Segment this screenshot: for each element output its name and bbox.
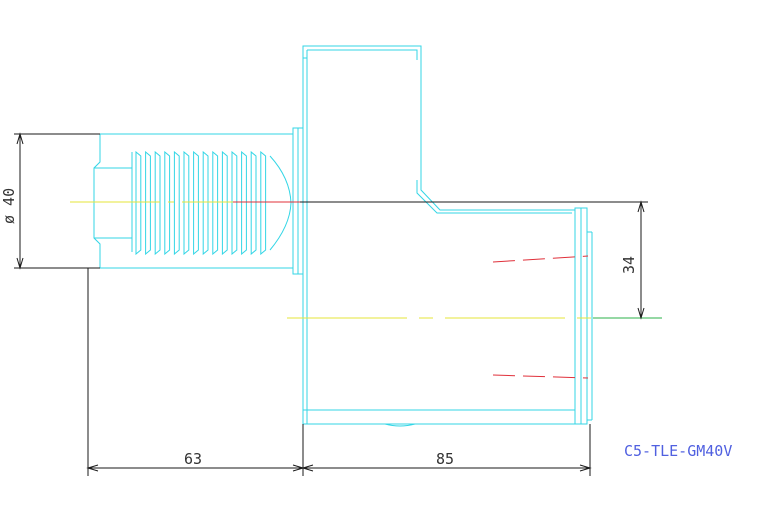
thread-ridge xyxy=(173,150,180,256)
thread-ridge xyxy=(135,150,142,256)
dimension-offset-height: 34 xyxy=(620,200,645,320)
thread-ridge xyxy=(231,150,238,256)
thread-ridges xyxy=(135,150,267,256)
tool-holder-body xyxy=(292,45,593,427)
thread-ridge xyxy=(241,150,247,256)
thread-ridge xyxy=(202,150,209,256)
dimension-lengths: 63 85 xyxy=(86,268,592,476)
thread-ridge xyxy=(145,150,151,256)
diameter-label: ø 40 xyxy=(0,188,18,224)
thread-ridge xyxy=(183,150,190,256)
thread-ridge xyxy=(260,150,267,256)
dimension-diameter: ø 40 xyxy=(0,132,100,270)
thread-ridge xyxy=(221,150,228,256)
part-number-label: C5-TLE-GM40V xyxy=(624,442,732,460)
thread-ridge xyxy=(154,150,161,256)
offset-height-label: 34 xyxy=(620,256,638,274)
hidden-lines xyxy=(492,255,589,379)
thread-ridge xyxy=(212,150,219,256)
threaded-shank xyxy=(88,133,293,269)
thread-ridge xyxy=(164,150,171,256)
centerlines xyxy=(70,201,662,319)
shank-length-label: 63 xyxy=(184,450,202,468)
thread-ridge xyxy=(193,150,199,256)
body-length-label: 85 xyxy=(436,450,454,468)
thread-ridge xyxy=(250,150,257,256)
